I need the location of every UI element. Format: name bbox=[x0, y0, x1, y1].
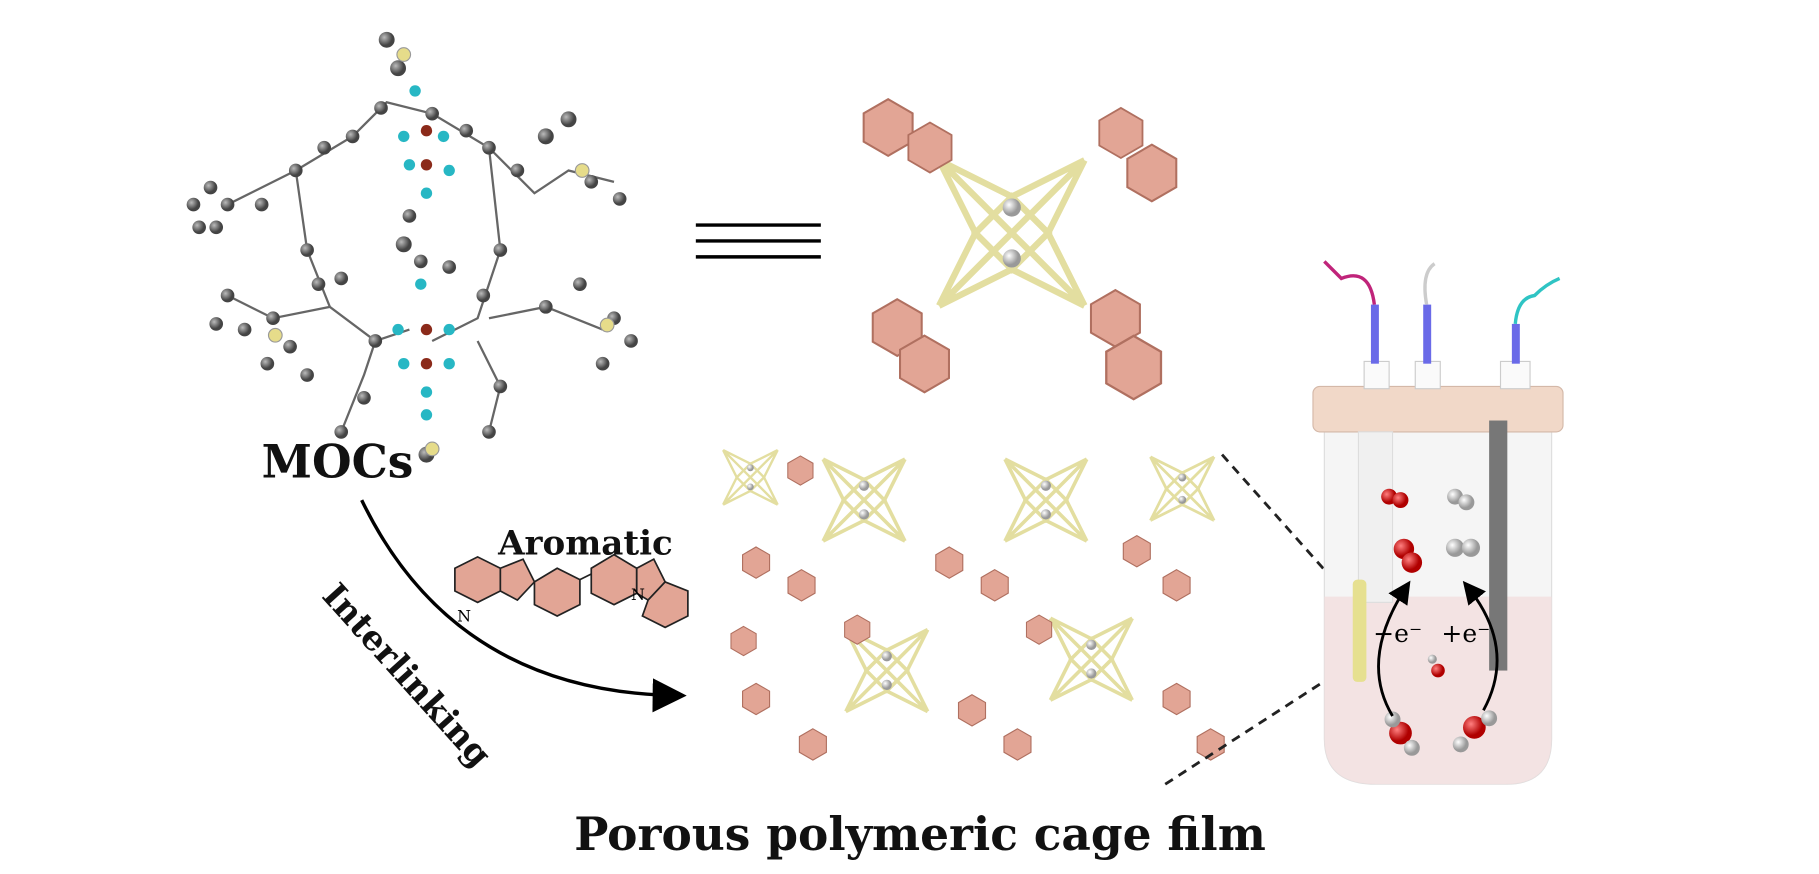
oxygen-bubbles bbox=[1381, 488, 1423, 573]
electrochemical-cell: −e⁻ +e⁻ bbox=[1312, 260, 1564, 785]
wire-3 bbox=[1513, 276, 1561, 325]
equivalence-symbol bbox=[695, 223, 821, 259]
working-electrode-film bbox=[1352, 579, 1367, 682]
nitrogen-label-right: N bbox=[631, 585, 645, 604]
aromatic-label: Aromatic bbox=[497, 524, 673, 564]
oxidation-arrow bbox=[1377, 580, 1411, 717]
reduction-label: +e⁻ bbox=[1441, 619, 1490, 648]
counter-electrode bbox=[1489, 420, 1508, 671]
film-caption: Porous polymeric cage film bbox=[574, 807, 1266, 861]
cell-lid bbox=[1312, 385, 1564, 433]
interlinking-label: Interlinking bbox=[314, 576, 499, 775]
mocs-label: MOCs bbox=[262, 434, 414, 488]
reduction-arrow bbox=[1462, 580, 1499, 712]
cage-model bbox=[862, 98, 1178, 401]
moc-crystal-structure bbox=[186, 31, 638, 463]
hydrogen-bubbles bbox=[1445, 488, 1481, 557]
water-molecules bbox=[1384, 654, 1498, 756]
interlinking-arrow bbox=[360, 499, 687, 713]
aromatic-linker-molecule bbox=[454, 553, 689, 629]
porous-cage-film bbox=[721, 448, 1225, 761]
wire-2 bbox=[1423, 262, 1436, 305]
oxidation-label: −e⁻ bbox=[1373, 619, 1422, 648]
wire-1 bbox=[1323, 260, 1377, 305]
nitrogen-label-left: N bbox=[457, 607, 471, 626]
